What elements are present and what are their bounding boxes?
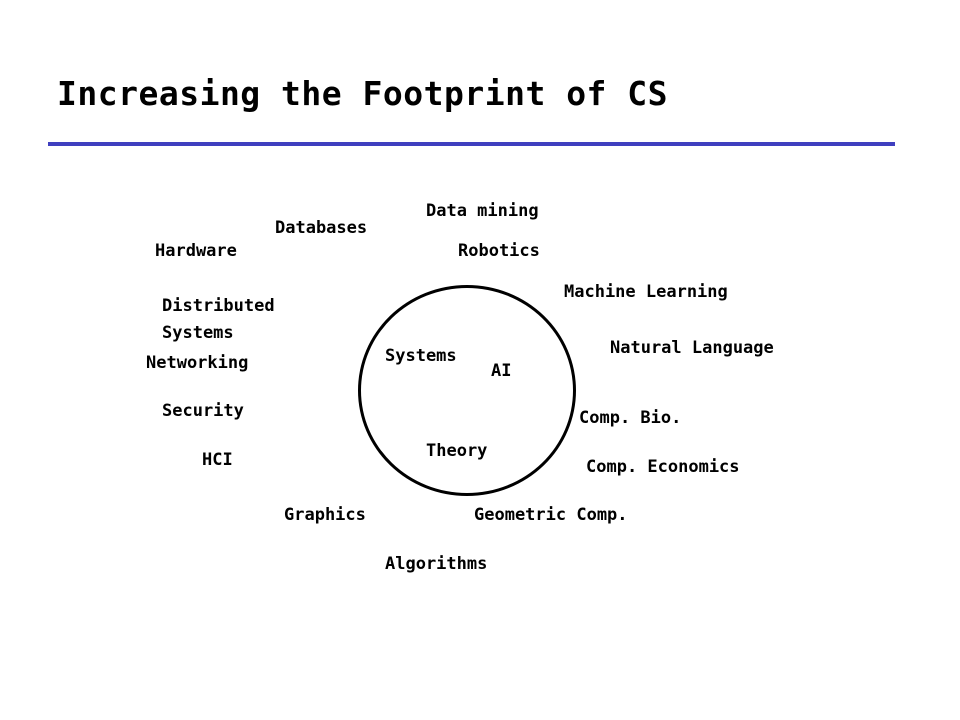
label-natural-language: Natural Language bbox=[610, 338, 774, 358]
label-databases: Databases bbox=[275, 218, 368, 238]
label-data-mining: Data mining bbox=[426, 201, 539, 221]
label-robotics: Robotics bbox=[458, 241, 540, 261]
label-distributed-line2: Systems bbox=[162, 323, 234, 343]
core-cs-circle bbox=[358, 285, 576, 496]
label-ai: AI bbox=[491, 361, 512, 381]
label-comp-economics: Comp. Economics bbox=[586, 457, 740, 477]
slide-title: Increasing the Footprint of CS bbox=[57, 74, 669, 113]
label-geometric-comp: Geometric Comp. bbox=[474, 505, 628, 525]
label-theory: Theory bbox=[426, 441, 488, 461]
label-systems-core: Systems bbox=[385, 346, 457, 366]
label-machine-learning: Machine Learning bbox=[564, 282, 728, 302]
label-algorithms: Algorithms bbox=[385, 554, 488, 574]
label-hci: HCI bbox=[202, 450, 233, 470]
title-underline bbox=[48, 142, 895, 146]
label-hardware: Hardware bbox=[155, 241, 237, 261]
label-distributed-line1: Distributed bbox=[162, 296, 275, 316]
label-comp-bio: Comp. Bio. bbox=[579, 408, 682, 428]
label-graphics: Graphics bbox=[284, 505, 366, 525]
label-networking: Networking bbox=[146, 353, 249, 373]
label-security: Security bbox=[162, 401, 244, 421]
